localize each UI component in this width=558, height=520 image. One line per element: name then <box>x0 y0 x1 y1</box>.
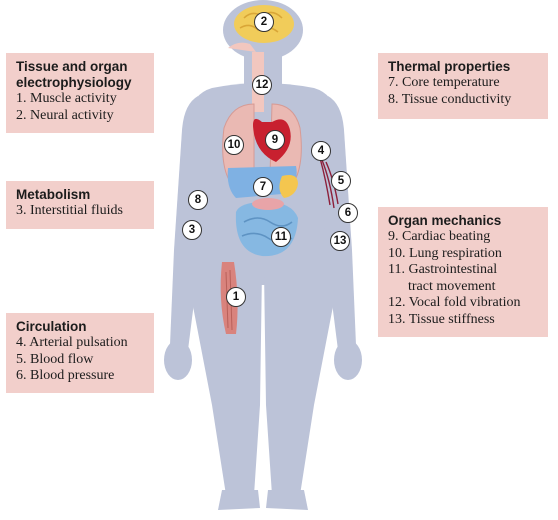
marker-7: 7 <box>253 177 273 197</box>
marker-3: 3 <box>182 220 202 240</box>
list-item: 10. Lung respiration <box>388 245 502 261</box>
marker-8: 8 <box>188 190 208 210</box>
box-title: electrophysiology <box>16 75 132 90</box>
marker-13: 13 <box>330 231 350 251</box>
marker-4: 4 <box>311 141 331 161</box>
list-item: 6. Blood pressure <box>16 368 115 383</box>
box-circulation: Circulation 4. Arterial pulsation 5. Blo… <box>6 313 154 393</box>
list-item: 5. Blood flow <box>16 351 94 367</box>
box-tissue-electrophysiology: Tissue and organ electrophysiology 1. Mu… <box>6 53 154 133</box>
stomach-organ <box>279 175 298 198</box>
marker-6: 6 <box>338 203 358 223</box>
box-organ-mechanics: Organ mechanics 9. Cardiac beating 10. L… <box>378 207 548 337</box>
list-item: 9. Cardiac beating <box>388 229 491 244</box>
list-item: tract movement <box>408 278 496 294</box>
list-item: 13. Tissue stiffness <box>388 311 495 327</box>
list-item: 2. Neural activity <box>16 107 114 123</box>
box-title: Tissue and organ <box>16 59 128 74</box>
box-title: Metabolism <box>16 187 91 202</box>
list-item: 7. Core temperature <box>388 75 500 90</box>
list-item: 11. Gastrointestinal <box>388 262 498 277</box>
marker-10: 10 <box>224 135 244 155</box>
box-title: Thermal properties <box>388 59 511 74</box>
list-item: 4. Arterial pulsation <box>16 335 128 350</box>
marker-11: 11 <box>271 227 291 247</box>
list-item: 12. Vocal fold vibration <box>388 295 521 310</box>
box-title: Organ mechanics <box>388 213 502 228</box>
box-metabolism: Metabolism 3. Interstitial fluids <box>6 181 154 229</box>
box-thermal-properties: Thermal properties 7. Core temperature 8… <box>378 53 548 119</box>
marker-2: 2 <box>254 12 274 32</box>
marker-9: 9 <box>265 130 285 150</box>
list-item: 1. Muscle activity <box>16 91 117 106</box>
marker-12: 12 <box>252 75 272 95</box>
marker-1: 1 <box>226 287 246 307</box>
list-item: 3. Interstitial fluids <box>16 203 123 218</box>
marker-5: 5 <box>331 171 351 191</box>
list-item: 8. Tissue conductivity <box>388 91 512 107</box>
box-title: Circulation <box>16 319 87 334</box>
